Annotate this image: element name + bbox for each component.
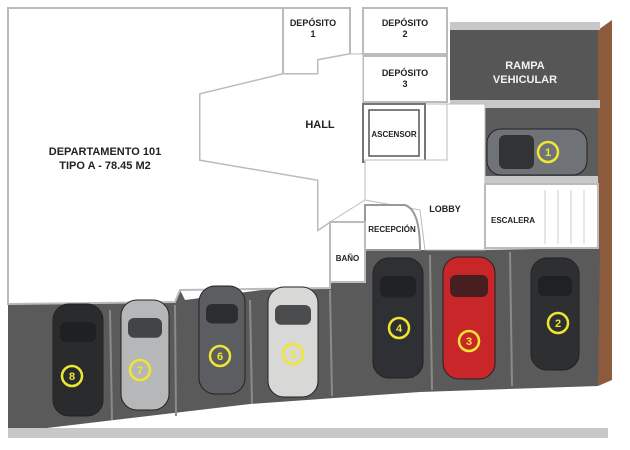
stairs-room <box>484 183 599 249</box>
deposit-3-label: DEPÓSITO 3 <box>363 68 447 91</box>
parking-number-7: 7 <box>137 365 143 377</box>
parking-number-1: 1 <box>545 147 551 159</box>
elevator-inner <box>368 109 420 157</box>
deposit-1-number: 1 <box>310 29 316 40</box>
apartment-label: DEPARTAMENTO 101 TIPO A - 78.45 M2 <box>30 146 180 174</box>
car-windshield-4 <box>380 276 416 298</box>
parking-badge-5 <box>281 342 305 366</box>
car-windshield-8 <box>60 322 96 343</box>
parking-badge-7 <box>128 358 152 382</box>
car-7 <box>120 299 170 411</box>
parking-badge-4 <box>387 316 411 340</box>
car-6 <box>198 285 246 395</box>
ramp-area <box>450 30 598 108</box>
car-windshield-6 <box>206 304 238 324</box>
parking-cars: 1 2 3 4 5 6 7 8 <box>52 128 588 417</box>
deposit-1-name: DEPÓSITO <box>289 18 337 28</box>
bathroom-label: BAÑO <box>335 254 360 263</box>
stairs-steps <box>544 190 585 244</box>
apartment-type: TIPO A - 78.45 M2 <box>59 159 151 172</box>
parking-badge-8 <box>60 364 84 388</box>
wall-bottom <box>8 428 608 438</box>
parking-number-2: 2 <box>555 318 561 330</box>
deposit-1-label: DEPÓSITO 1 <box>283 18 343 41</box>
ramp-type: VEHICULAR <box>492 73 558 86</box>
car-5 <box>267 286 319 398</box>
reception-label: RECEPCIÓN <box>368 225 416 234</box>
parking-badge-6 <box>208 344 232 368</box>
elevator-room <box>362 103 426 163</box>
stairs-label: ESCALERA <box>490 216 535 225</box>
car-windshield-5 <box>275 305 311 325</box>
parking-number-3: 3 <box>466 336 472 348</box>
parking-number-4: 4 <box>396 323 403 335</box>
deposit-3-number: 3 <box>402 79 408 90</box>
parking-number-6: 6 <box>217 351 223 363</box>
lobby-room <box>364 103 486 251</box>
wall-ramp-bottom <box>450 100 600 108</box>
parking-stripes <box>109 251 513 421</box>
car-windshield-2 <box>538 276 572 297</box>
wall-divider-right <box>485 176 598 184</box>
lobby-label: LOBBY <box>429 204 461 214</box>
car-windshield-3 <box>450 275 488 297</box>
deposit-3-name: DEPÓSITO <box>381 68 429 78</box>
brick-wall-right <box>598 20 612 386</box>
parking-number-8: 8 <box>69 371 75 383</box>
car-windshield-7 <box>128 318 162 338</box>
parking-badge-2 <box>546 311 570 335</box>
deposit-2-room <box>362 7 448 55</box>
car-windshield-1 <box>499 135 534 169</box>
reception-desk <box>364 204 422 251</box>
hall-label: HALL <box>305 119 335 131</box>
elevator-label: ASCENSOR <box>371 130 417 139</box>
deposit-2-label: DEPÓSITO 2 <box>363 18 447 41</box>
car-8 <box>52 303 104 417</box>
parking-badge-1 <box>536 140 560 164</box>
bathroom-room <box>329 221 366 283</box>
ramp-label: RAMPA VEHICULAR <box>470 60 580 88</box>
apartment-name: DEPARTAMENTO 101 <box>48 146 162 158</box>
parking-badge-3 <box>457 329 481 353</box>
ramp-name: RAMPA <box>505 60 545 72</box>
deposit-2-name: DEPÓSITO <box>381 18 429 28</box>
deposit-2-number: 2 <box>402 29 408 40</box>
wall-top <box>450 22 600 30</box>
parking-number-5: 5 <box>290 349 296 361</box>
